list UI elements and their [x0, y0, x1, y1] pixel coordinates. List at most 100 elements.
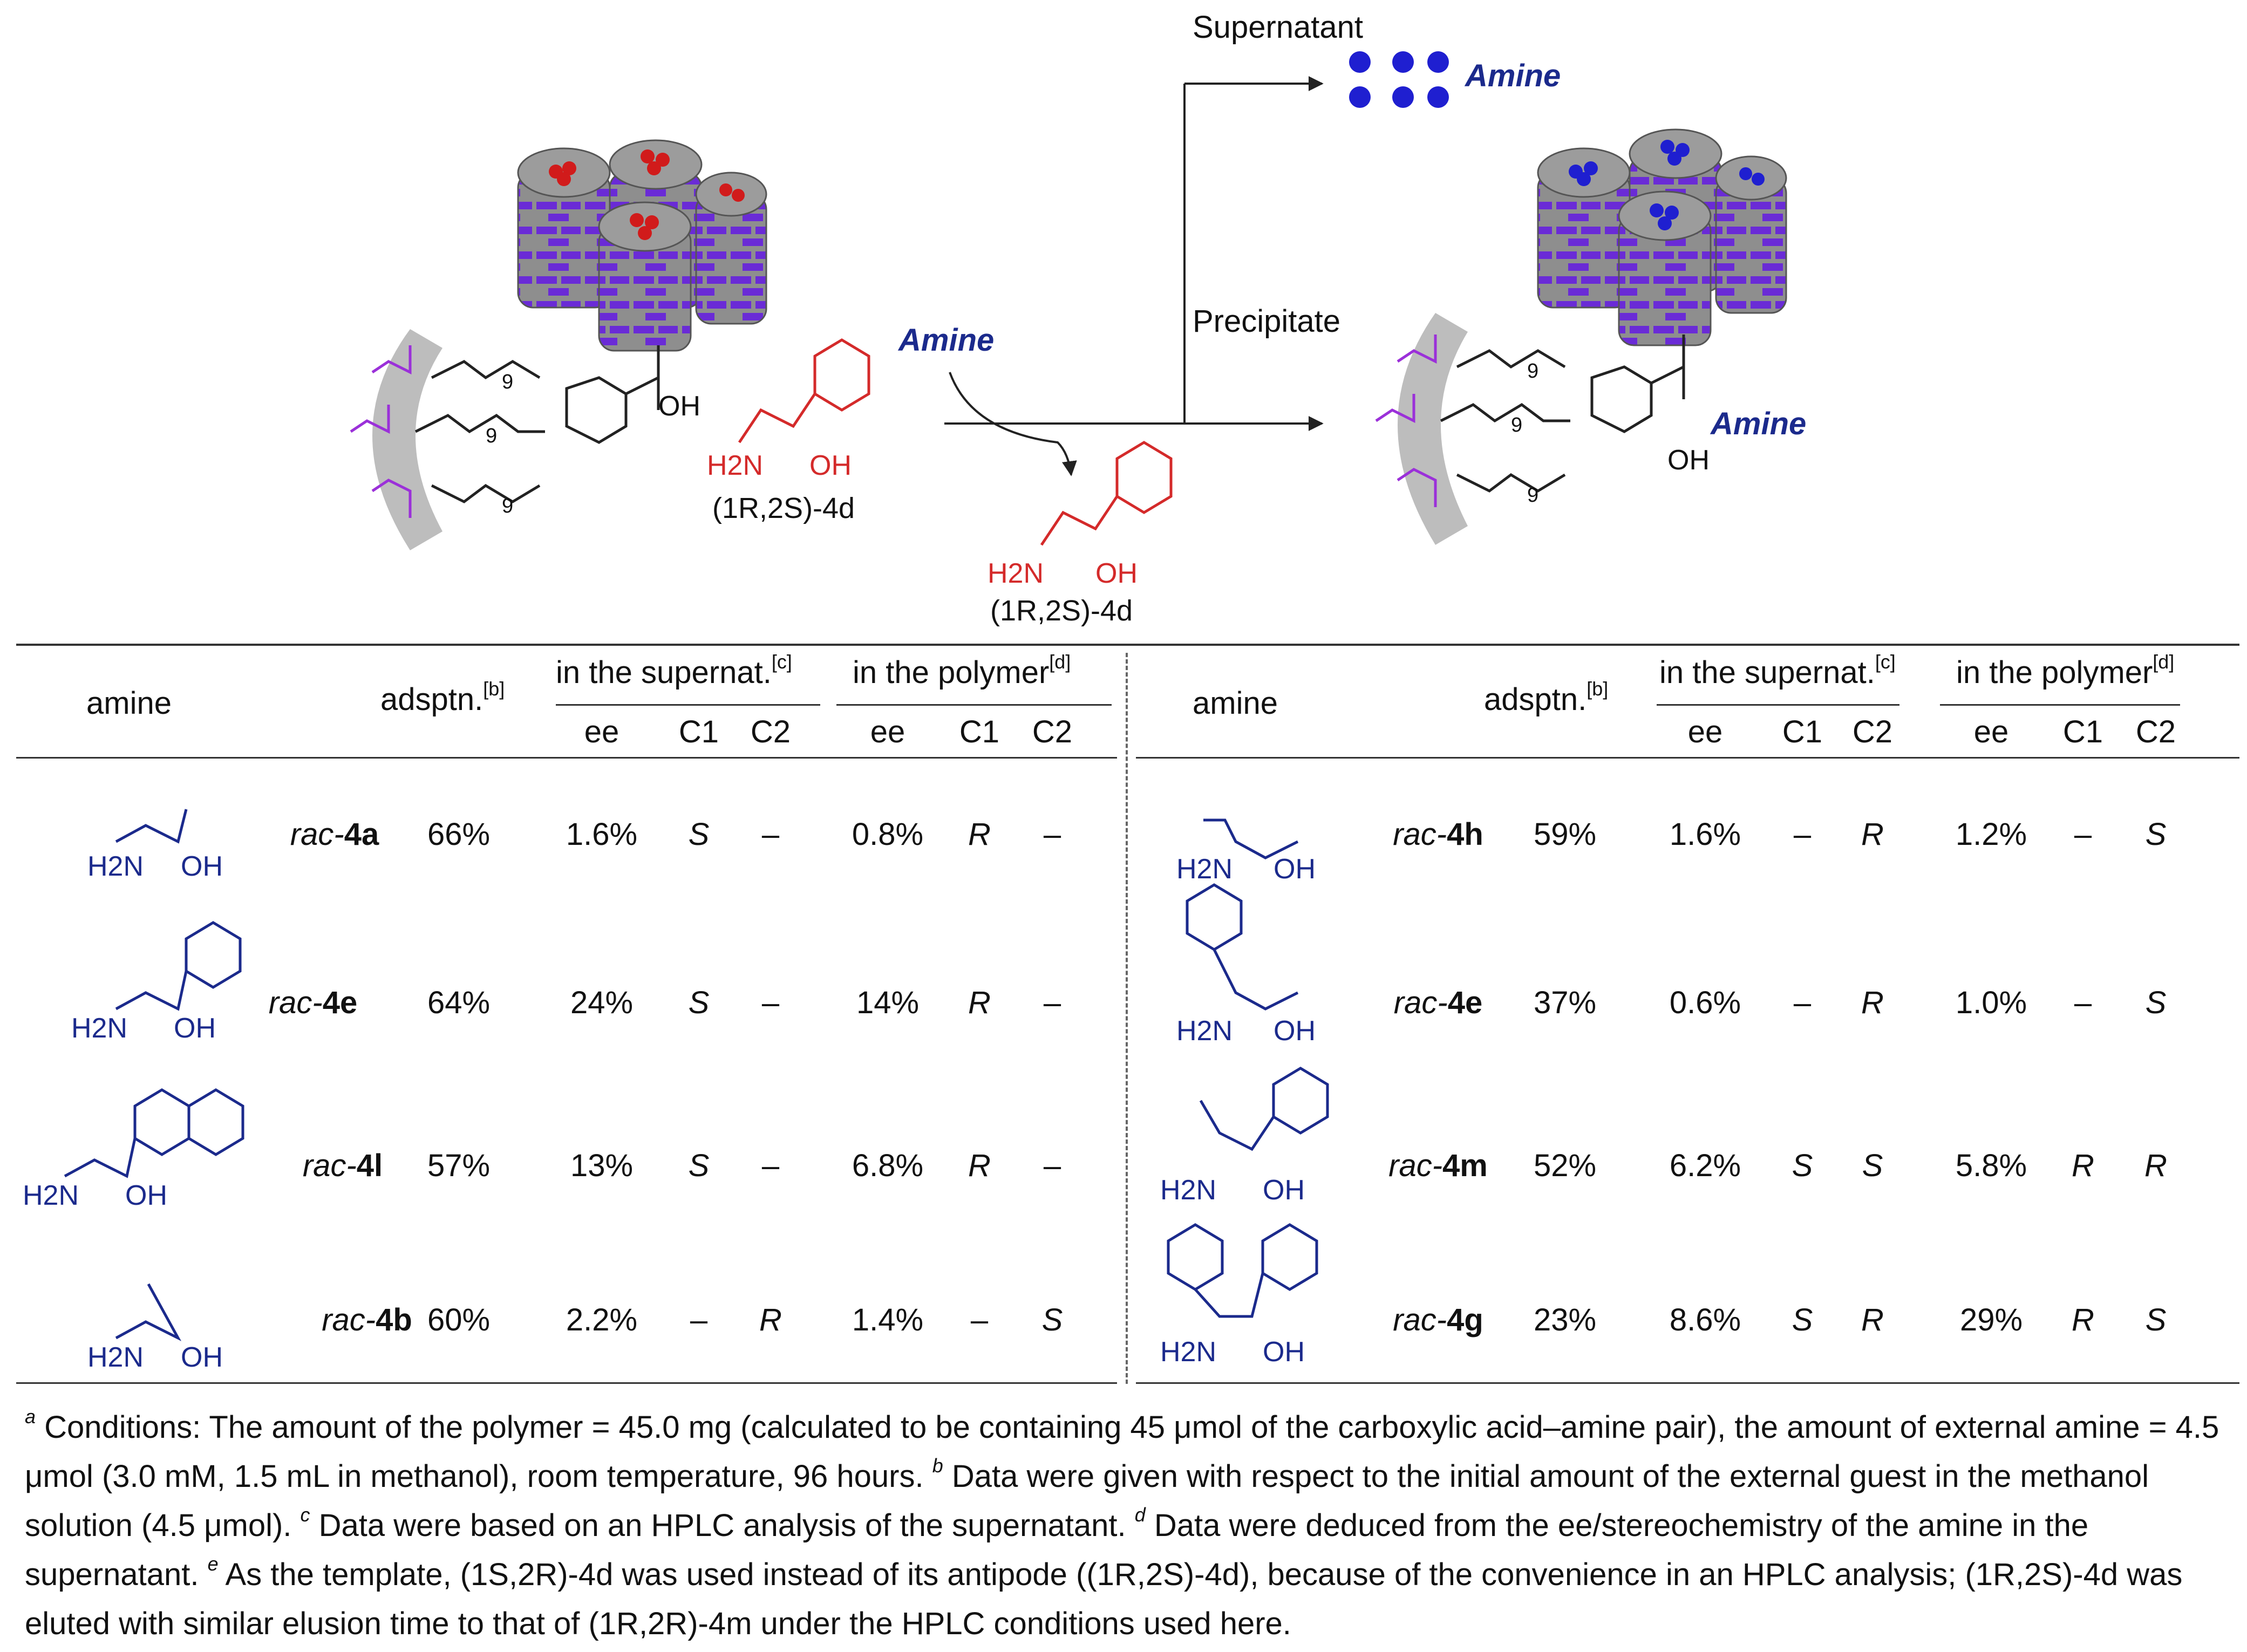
- footnote-c-mark: c: [300, 1504, 310, 1526]
- table-cell-sup-ee: 13%: [570, 1148, 634, 1183]
- table-divider: [1126, 653, 1128, 1384]
- table-cell-sup-c2: R: [1861, 1302, 1884, 1337]
- compound-label: rac-4h: [1393, 817, 1483, 852]
- table-bottom-rule: [1136, 1382, 2239, 1384]
- table-cell-pol-c1: –: [2074, 985, 2092, 1020]
- polymer-group-rule: [1940, 704, 2180, 706]
- compound-label: rac-4g: [1393, 1302, 1483, 1337]
- arrow-amine-label: Amine: [897, 323, 994, 358]
- amine-h2n-label: H2N: [1160, 1175, 1217, 1206]
- table-cell-pol-ee: 0.8%: [852, 817, 924, 852]
- footnote-c: Data were based on an HPLC analysis of t…: [310, 1508, 1135, 1543]
- header-ee: ee: [584, 714, 619, 749]
- table-cell-sup-c1: S: [1792, 1148, 1813, 1183]
- table-cell-adsptn: 23%: [1533, 1302, 1597, 1337]
- header-adsptn: adsptn.[b]: [380, 678, 505, 717]
- table-cell-sup-ee: 24%: [570, 985, 634, 1020]
- polymer-group-rule: [836, 704, 1112, 706]
- footnote-a-mark: a: [25, 1405, 36, 1428]
- header-supernat: in the supernat.[c]: [556, 651, 792, 690]
- header-polymer: in the polymer[d]: [853, 651, 1071, 690]
- footnote-b-mark: b: [932, 1455, 943, 1477]
- table-cell-pol-c1: R: [968, 985, 991, 1020]
- table-cell-sup-c2: –: [761, 1148, 780, 1183]
- template-oh-label: OH: [809, 450, 852, 481]
- supernatant-label: Supernatant: [1193, 10, 1363, 45]
- table-cell-pol-c1: R: [968, 1148, 991, 1183]
- released-oh-label: OH: [1095, 558, 1138, 589]
- monomer-amine-complex: OH 9 9 9: [1375, 313, 1710, 545]
- header-polymer: in the polymer[d]: [1956, 651, 2175, 690]
- released-h2n-label: H2N: [988, 558, 1044, 589]
- table-cell-sup-c2: R: [1861, 817, 1884, 852]
- table-cell-sup-ee: 8.6%: [1669, 1302, 1741, 1337]
- amine-h2n-label: H2N: [71, 1013, 128, 1044]
- table-cell-pol-ee: 29%: [1959, 1302, 2023, 1337]
- compound-label: rac-4a: [290, 817, 379, 852]
- amine-h2n-label: H2N: [1176, 1015, 1233, 1047]
- table-cell-pol-ee: 5.8%: [1955, 1148, 2027, 1183]
- table-cell-pol-c2: S: [2145, 1302, 2167, 1337]
- table-cell-sup-ee: 1.6%: [1669, 817, 1741, 852]
- supernatant-amine-dots: [1349, 51, 1449, 108]
- amine-h2n-label: H2N: [87, 851, 144, 882]
- header-amine: amine: [86, 686, 172, 721]
- chain-subscript-9: 9: [486, 425, 497, 447]
- polymer-block-amine: [1537, 128, 1787, 346]
- template-label: (1R,2S)-4d: [712, 492, 855, 524]
- footnote-e: As the template, (1S,2R)-4d was used ins…: [25, 1557, 2183, 1641]
- reaction-scheme: OH 9 9 9 H2N OH (1R,2S)-4d Amine Superna…: [350, 10, 1806, 627]
- table-cell-pol-c1: R: [968, 817, 991, 852]
- supernatant-amine-label: Amine: [1464, 58, 1561, 93]
- supernat-group-rule: [1657, 704, 1899, 706]
- table-cell-sup-c1: S: [688, 817, 710, 852]
- table-cell-sup-ee: 2.2%: [566, 1302, 638, 1337]
- header-ee: ee: [1687, 714, 1723, 749]
- amine-h2n-label: H2N: [1160, 1336, 1217, 1368]
- header-c1: C1: [959, 714, 1000, 749]
- table-cell-pol-c2: –: [1043, 817, 1061, 852]
- header-c1: C1: [678, 714, 719, 749]
- footnotes: a Conditions: The amount of the polymer …: [25, 1403, 2226, 1648]
- header-c1: C1: [2062, 714, 2103, 749]
- table-cell-pol-c2: –: [1043, 1148, 1061, 1183]
- chain-subscript-9: 9: [1527, 484, 1538, 507]
- table-cell-sup-c1: S: [688, 1148, 710, 1183]
- table-cell-sup-c2: R: [1861, 985, 1884, 1020]
- table-cell-pol-c1: R: [2072, 1302, 2094, 1337]
- product-carboxyl-oh-label: OH: [1667, 445, 1710, 476]
- table-cell-sup-c2: R: [759, 1302, 782, 1337]
- table-cell-sup-c1: S: [1792, 1302, 1813, 1337]
- header-amine: amine: [1193, 686, 1278, 721]
- table-cell-sup-c2: –: [761, 985, 780, 1020]
- table-cell-sup-c1: –: [1793, 985, 1812, 1020]
- table-cell-pol-c2: –: [1043, 985, 1061, 1020]
- template-4d-structure: H2N OH: [707, 338, 870, 481]
- compound-label: rac-4e: [1393, 985, 1483, 1020]
- table-cell-sup-ee: 0.6%: [1669, 985, 1741, 1020]
- table-cell-sup-c1: S: [688, 985, 710, 1020]
- table-cell-pol-c2: R: [2144, 1148, 2167, 1183]
- amine-structures: [64, 809, 1329, 1341]
- carboxyl-oh-label: OH: [658, 391, 700, 422]
- header-supernat: in the supernat.[c]: [1659, 651, 1896, 690]
- table-header-rule: [1136, 757, 2239, 759]
- amine-oh-label: OH: [174, 1013, 216, 1044]
- table-cell-adsptn: 64%: [427, 985, 491, 1020]
- footnote-a: Conditions: The amount of the polymer = …: [25, 1410, 2219, 1494]
- released-label: (1R,2S)-4d: [990, 595, 1133, 627]
- header-ee: ee: [870, 714, 905, 749]
- supernat-group-rule: [556, 704, 820, 706]
- released-4d-structure: H2N OH: [988, 441, 1173, 589]
- compound-label: rac-4m: [1388, 1148, 1488, 1183]
- monomer-template-complex: OH 9 9 9: [350, 329, 700, 550]
- header-c1: C1: [1782, 714, 1823, 749]
- amine-oh-label: OH: [1274, 1015, 1316, 1047]
- table-cell-sup-c2: S: [1862, 1148, 1883, 1183]
- chain-subscript-9: 9: [1527, 360, 1538, 383]
- chain-subscript-9: 9: [1511, 414, 1522, 436]
- footnote-d: Data were deduced from the ee/stereochem…: [25, 1508, 2089, 1592]
- template-h2n-label: H2N: [707, 450, 763, 481]
- compound-label: rac-4b: [322, 1302, 412, 1337]
- chain-subscript-9: 9: [502, 371, 513, 393]
